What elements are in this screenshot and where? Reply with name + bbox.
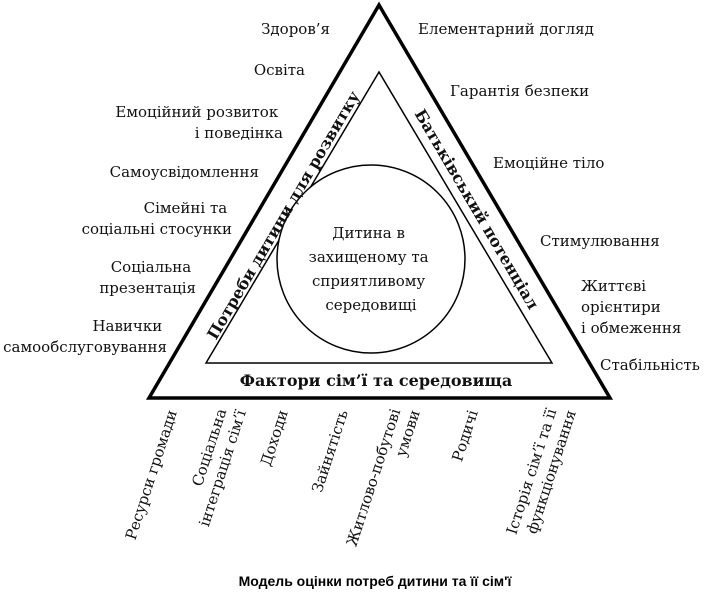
right-item: Елементарний догляд [418, 20, 594, 38]
bottom-item: Зайнятість [308, 408, 352, 495]
center-circle [276, 164, 466, 354]
left-items: Здоров’я Освіта Емоційний розвиток і пов… [3, 20, 330, 356]
left-item: Соціальна презентація [99, 258, 196, 297]
left-item: Емоційний розвиток і поведінка [115, 103, 283, 142]
right-item: Життєві орієнтири і обмеження [581, 277, 681, 337]
left-item: Навички самообслуговування [3, 317, 167, 356]
bottom-item: Родичі [448, 407, 482, 463]
center-line: Дитина в [332, 224, 405, 242]
right-item: Емоційне тіло [493, 154, 604, 172]
bottom-item: Ресурси громади [122, 408, 181, 542]
center-text: Дитина в захищеному та сприятливому сере… [309, 224, 434, 314]
bottom-item: Житлово-побутові умови [343, 402, 424, 555]
side-label-bottom: Фактори сім’ї та середовища [240, 371, 512, 390]
bottom-item: Доходи [257, 408, 292, 469]
right-items: Елементарний догляд Гарантія безпеки Емо… [418, 20, 700, 374]
right-item: Гарантія безпеки [450, 82, 589, 100]
bottom-item: Історія сім’ї та її функціонування [503, 402, 580, 543]
right-item: Стимулювання [540, 232, 660, 250]
bottom-items: Ресурси громади Соціальна інтеграція сім… [122, 402, 580, 555]
left-item: Освіта [254, 61, 305, 79]
left-item: Сімейні та соціальні стосунки [82, 199, 232, 238]
left-item: Здоров’я [261, 20, 330, 38]
outer-triangle [145, 1, 614, 400]
right-item: Стабільність [600, 356, 700, 374]
left-item: Самоусвідомлення [110, 163, 259, 181]
caption: Модель оцінки потреб дитини та її сім'ї [239, 573, 513, 589]
bottom-item: Соціальна інтеграція сім’ї [177, 402, 250, 529]
center-line: середовищі [325, 296, 416, 314]
center-line: захищеному та [309, 248, 429, 266]
center-line: сприятливому [312, 272, 425, 290]
